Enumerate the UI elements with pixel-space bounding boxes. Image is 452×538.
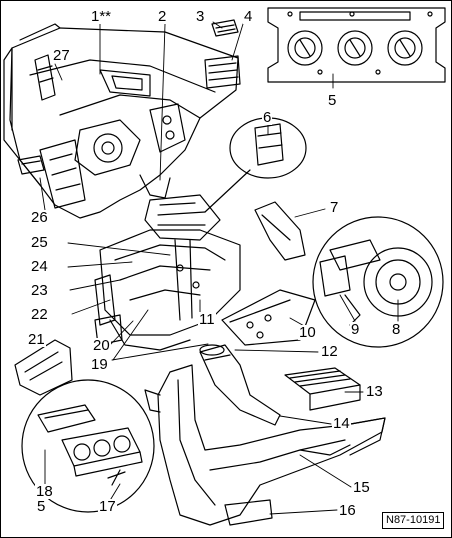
callout-20: 20 xyxy=(92,337,111,354)
footwell-duct-parts-15-16 xyxy=(144,364,386,526)
callout-4: 4 xyxy=(243,8,254,25)
callout-1: 1** xyxy=(90,8,113,25)
callout-27: 27 xyxy=(52,47,71,64)
callout-19: 19 xyxy=(90,356,109,373)
callout-14: 14 xyxy=(332,415,351,432)
component-part-20 xyxy=(94,314,123,346)
callout-21: 21 xyxy=(27,331,46,348)
vent-part-3 xyxy=(211,19,239,37)
climate-panel-detail-lower xyxy=(21,379,155,513)
figure-reference-code: N87-10191 xyxy=(382,512,445,529)
heater-box-assembly xyxy=(94,194,241,351)
callout-9: 9 xyxy=(350,321,361,338)
callout-2: 2 xyxy=(157,8,168,25)
callout-26: 26 xyxy=(30,209,49,226)
callout-6: 6 xyxy=(262,109,273,126)
duct-part-7 xyxy=(254,201,306,261)
callout-23: 23 xyxy=(30,282,49,299)
callout-11: 11 xyxy=(198,311,216,328)
leader-lines xyxy=(39,19,399,515)
callout-15: 15 xyxy=(352,479,371,496)
callout-10: 10 xyxy=(298,324,317,341)
pollen-filter-part-13 xyxy=(284,367,361,411)
sensor-part-26 xyxy=(17,155,45,175)
air-duct-part-27 xyxy=(34,54,56,101)
callout-3: 3 xyxy=(195,8,206,25)
callout-24: 24 xyxy=(30,258,49,275)
dashboard-part xyxy=(3,23,239,219)
duct-parts-12-14 xyxy=(199,344,281,426)
callout-17: 17 xyxy=(98,498,117,515)
callout-16: 16 xyxy=(338,502,357,519)
callout-22: 22 xyxy=(30,306,49,323)
climate-control-panel-top xyxy=(267,7,446,83)
callout-18: 18 xyxy=(35,483,54,500)
bracket-part-21 xyxy=(14,339,73,396)
callout-5-bottom: 5 xyxy=(36,498,47,515)
callout-13: 13 xyxy=(365,383,384,400)
callout-25: 25 xyxy=(30,234,49,251)
callout-12: 12 xyxy=(320,343,339,360)
blower-motor-part-8 xyxy=(312,216,444,348)
callout-5-top: 5 xyxy=(327,92,338,109)
switch-part-6 xyxy=(204,117,307,213)
callout-8: 8 xyxy=(391,321,402,338)
cover-plate-part-10 xyxy=(221,289,316,346)
side-vent-part-4 xyxy=(204,55,241,89)
callout-7: 7 xyxy=(329,199,340,216)
